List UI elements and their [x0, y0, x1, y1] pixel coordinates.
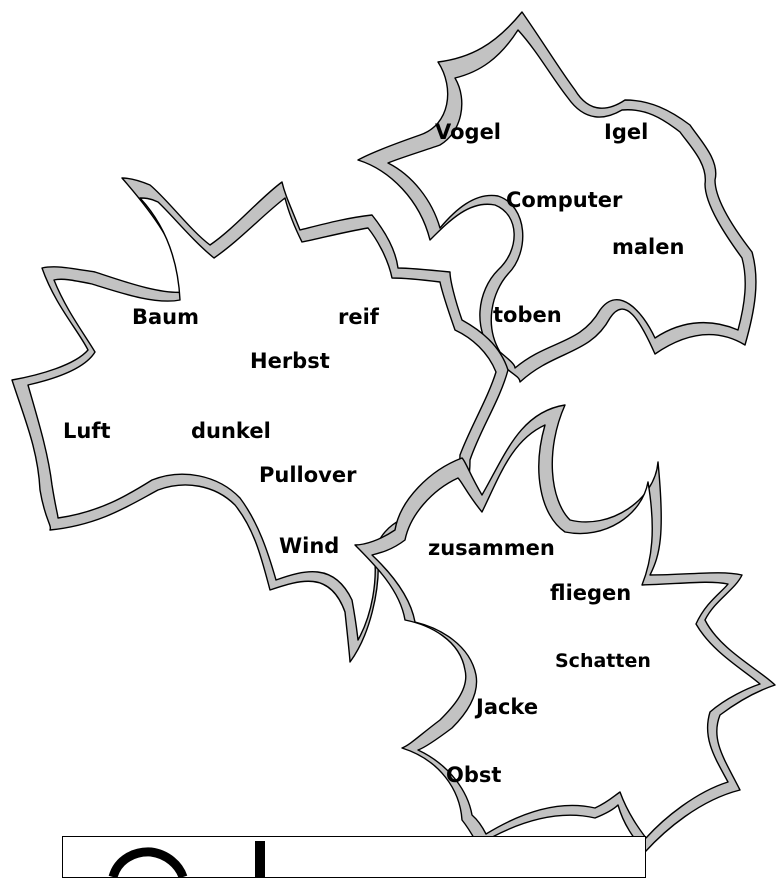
handwriting-letters	[108, 841, 265, 877]
word-obst: Obst	[446, 763, 502, 787]
word-jacke: Jacke	[476, 695, 539, 719]
word-luft: Luft	[63, 419, 111, 443]
word-zusammen: zusammen	[428, 536, 555, 560]
word-pullover: Pullover	[259, 463, 357, 487]
word-reif: reif	[338, 305, 379, 329]
word-baum: Baum	[132, 305, 200, 329]
word-dunkel: dunkel	[191, 419, 271, 443]
word-toben: toben	[493, 303, 562, 327]
word-igel: Igel	[604, 120, 649, 144]
answer-box	[62, 836, 646, 878]
worksheet-canvas	[11, 11, 776, 853]
word-malen: malen	[612, 235, 685, 259]
word-vogel: Vogel	[435, 120, 502, 144]
word-herbst: Herbst	[250, 349, 330, 373]
word-schatten: Schatten	[555, 650, 651, 672]
word-wind: Wind	[279, 534, 340, 558]
leaf-top-right	[357, 11, 757, 383]
word-computer: Computer	[506, 188, 623, 212]
leaf-bottom-right	[354, 404, 776, 853]
word-fliegen: fliegen	[550, 581, 632, 605]
